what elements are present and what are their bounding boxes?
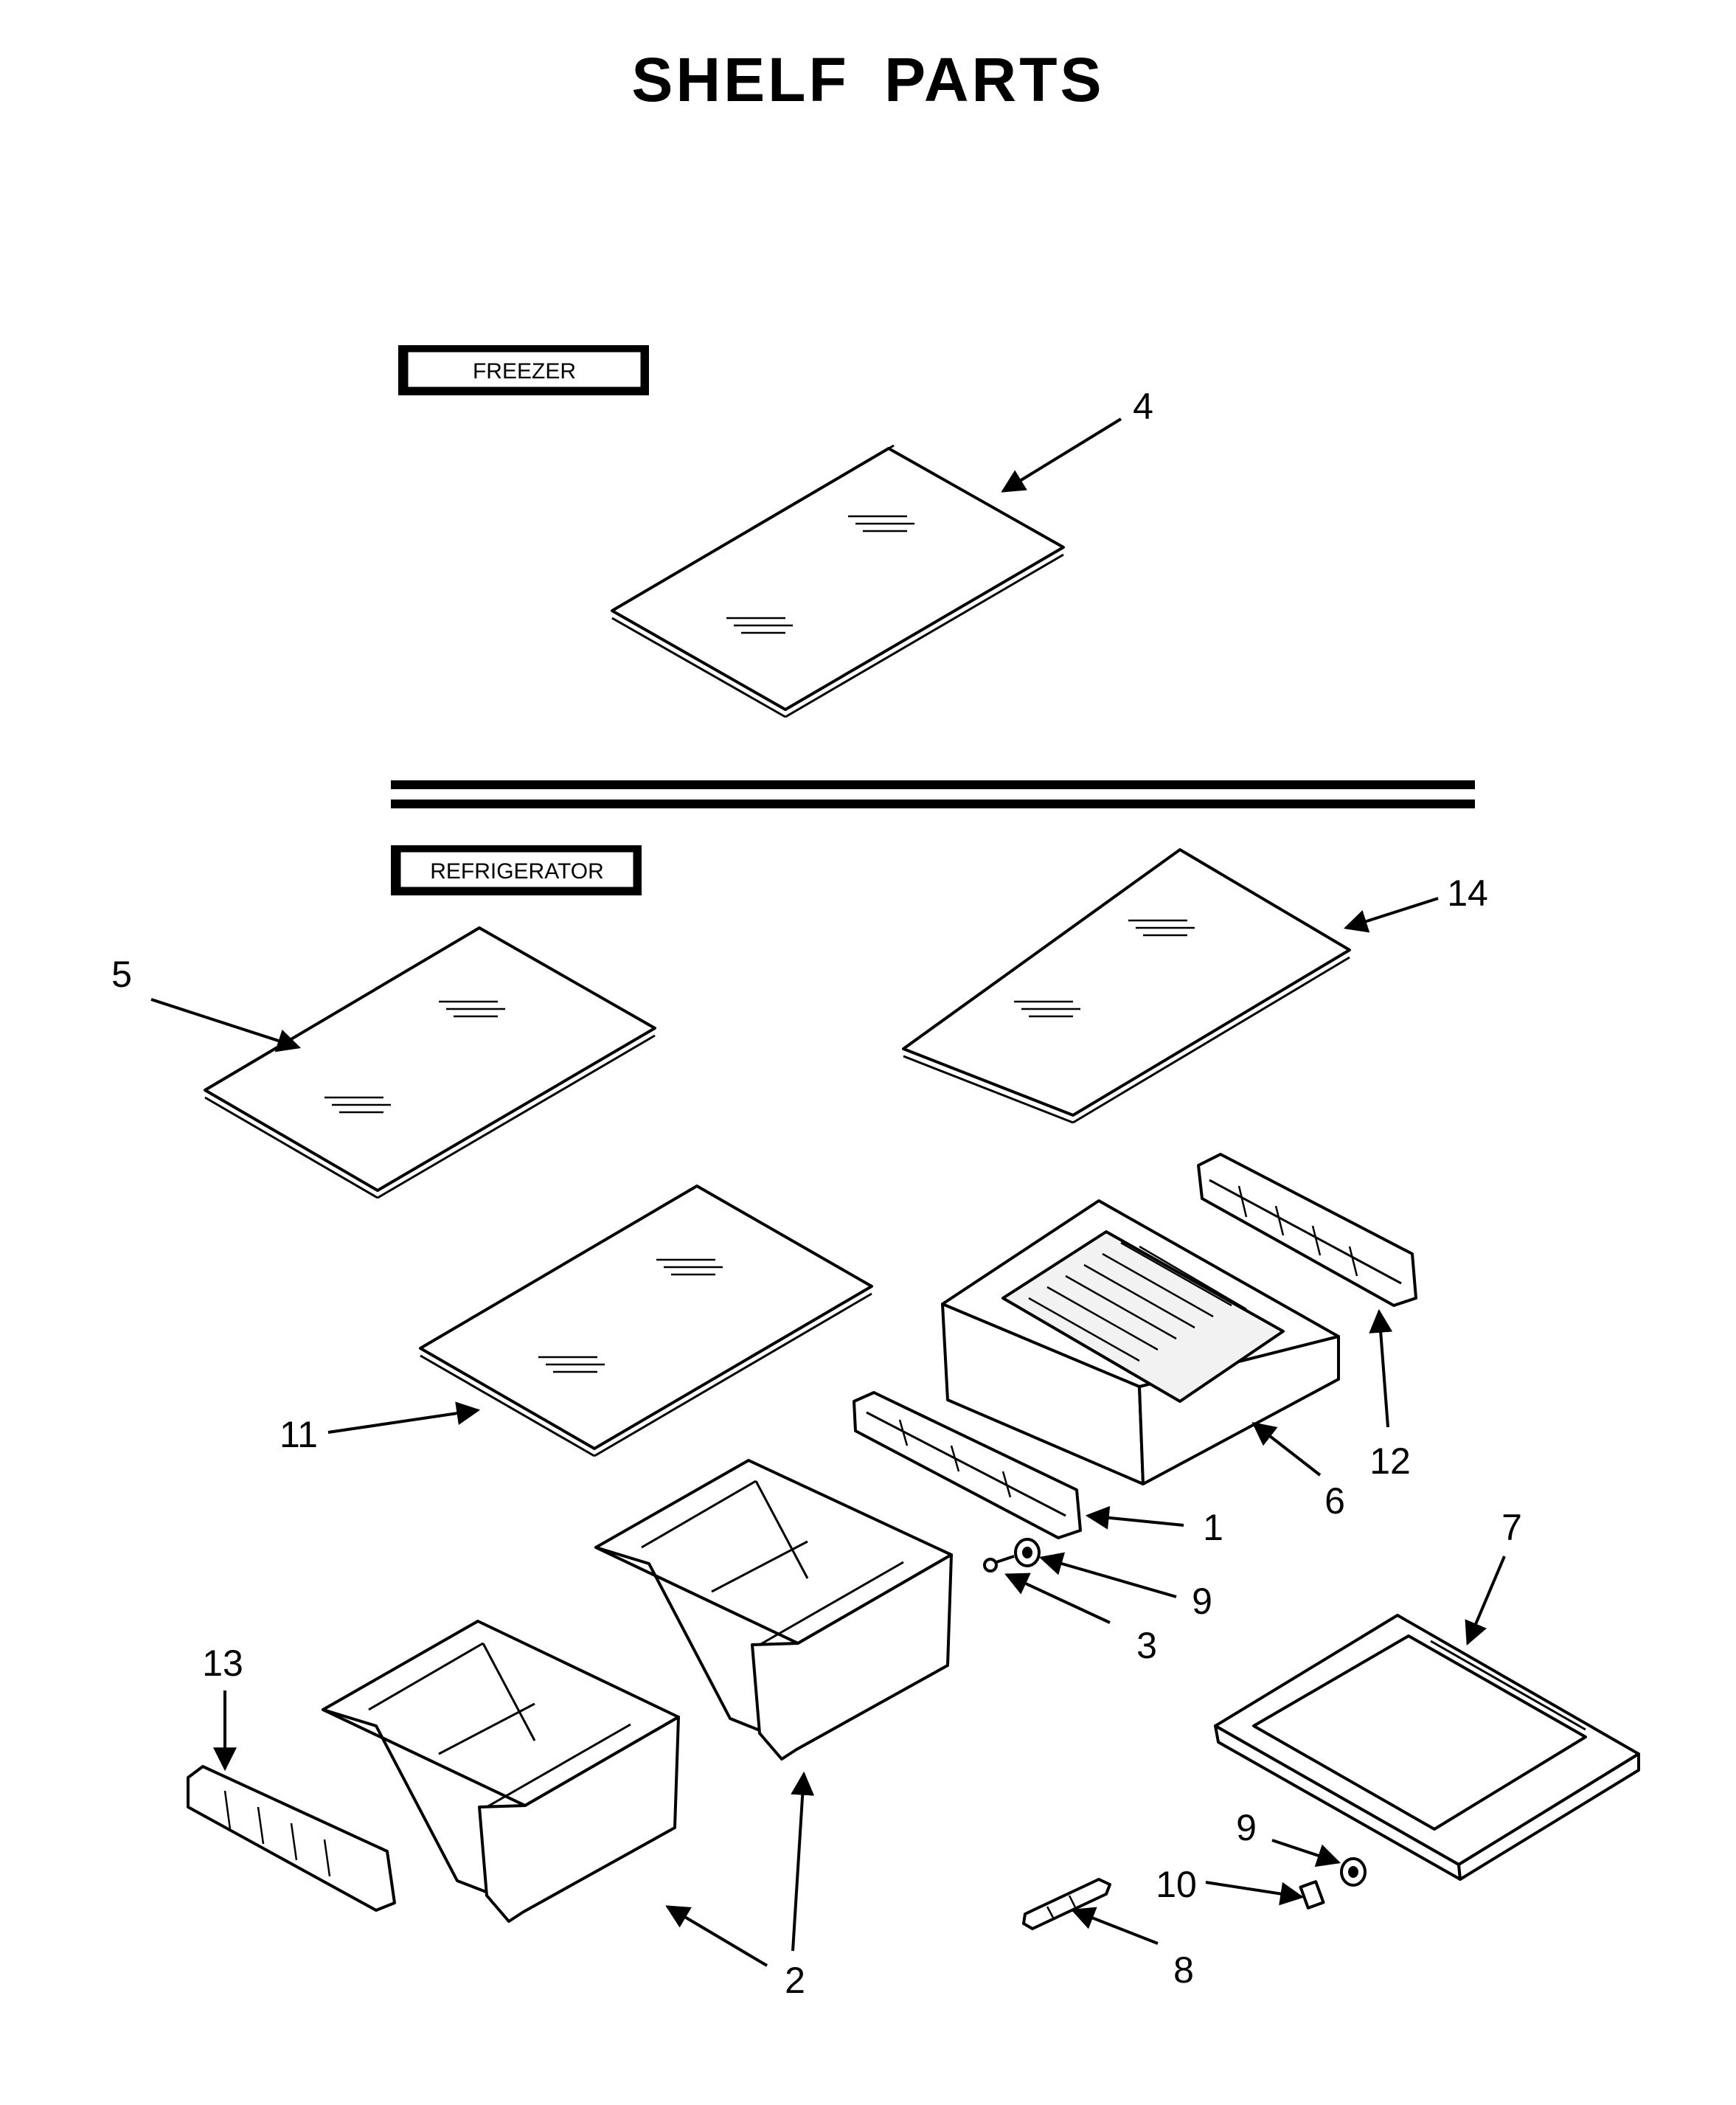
svg-text:9: 9 — [1192, 1581, 1212, 1622]
callout-8: 8 — [1071, 1907, 1194, 1991]
callout-12: 12 — [1369, 1308, 1411, 1482]
left-rail-part-1 — [853, 1391, 1082, 1539]
callout-6: 6 — [1251, 1422, 1345, 1522]
svg-text:9: 9 — [1236, 1807, 1257, 1848]
callout-13: 13 — [202, 1643, 243, 1772]
svg-text:10: 10 — [1156, 1864, 1197, 1905]
glass-shelf-part-4 — [611, 444, 1065, 718]
callout-4: 4 — [1001, 386, 1153, 493]
svg-text:1: 1 — [1203, 1507, 1223, 1548]
callout-9-upper: 9 — [1038, 1552, 1212, 1622]
svg-text:14: 14 — [1447, 873, 1488, 914]
callout-2: 2 — [665, 1771, 815, 2001]
svg-text:6: 6 — [1324, 1480, 1345, 1522]
svg-text:13: 13 — [202, 1643, 243, 1684]
callout-14: 14 — [1343, 873, 1488, 933]
callout-7: 7 — [1465, 1507, 1522, 1645]
callout-9-lower: 9 — [1236, 1807, 1341, 1868]
glass-shelf-part-5 — [204, 926, 656, 1199]
glass-shelf-part-11 — [419, 1185, 873, 1457]
crisper-cover-part-7 — [1214, 1614, 1640, 1881]
deli-pan-part-6 — [941, 1199, 1340, 1485]
svg-text:11: 11 — [280, 1414, 318, 1455]
left-rail-part-13 — [187, 1765, 396, 1912]
screw-part-10 — [1299, 1880, 1325, 1910]
clip-part-8 — [1022, 1878, 1111, 1930]
callout-10: 10 — [1156, 1864, 1305, 1906]
callout-1: 1 — [1085, 1505, 1223, 1548]
section-divider — [391, 780, 1475, 808]
callout-3: 3 — [1004, 1572, 1157, 1666]
callout-5: 5 — [111, 954, 302, 1052]
svg-text:FREEZER: FREEZER — [473, 359, 576, 384]
svg-text:7: 7 — [1501, 1507, 1522, 1548]
crisper-drawer-part-2-front — [322, 1620, 680, 1923]
right-rail-part-12 — [1197, 1153, 1417, 1307]
wheel-part-9-lower — [1340, 1857, 1367, 1887]
callout-11: 11 — [280, 1401, 481, 1455]
page-title: SHELF PARTS — [631, 45, 1105, 114]
svg-text:5: 5 — [111, 954, 132, 995]
freezer-section-label: FREEZER — [398, 345, 649, 395]
svg-text:8: 8 — [1173, 1949, 1194, 1991]
screw-part-3 — [983, 1555, 1015, 1572]
svg-text:REFRIGERATOR: REFRIGERATOR — [430, 859, 604, 884]
glass-shelf-part-14 — [902, 848, 1351, 1124]
wheel-part-9 — [1014, 1538, 1041, 1567]
svg-text:3: 3 — [1136, 1625, 1157, 1666]
svg-text:2: 2 — [785, 1960, 805, 2001]
svg-text:4: 4 — [1133, 386, 1153, 427]
crisper-drawer-part-2-back — [594, 1459, 953, 1761]
refrigerator-section-label: REFRIGERATOR — [391, 845, 642, 895]
svg-text:12: 12 — [1369, 1440, 1411, 1482]
